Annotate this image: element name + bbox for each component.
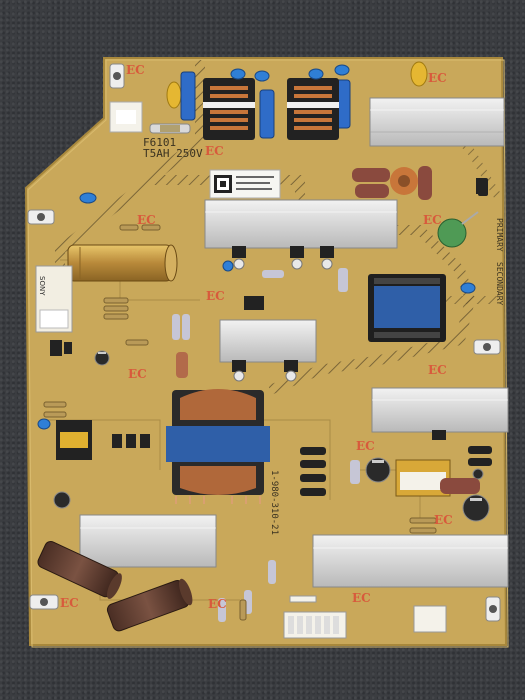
primary-label: PRIMARY (495, 218, 504, 252)
bulk-capacitor (67, 244, 178, 282)
output-connector-small (413, 605, 447, 633)
ec-mark-7: EC (128, 367, 147, 381)
heatsink-middle (219, 319, 317, 363)
ec-mark-3: EC (428, 71, 447, 85)
main-transformer (166, 389, 270, 504)
output-capacitors (37, 478, 480, 632)
x-capacitor-2 (259, 89, 275, 139)
aux-transformer (56, 420, 92, 460)
ec-mark-11: EC (208, 597, 227, 611)
part-number: 1-980-310-21 (269, 470, 279, 535)
ec-mark-2: EC (205, 144, 224, 158)
ec-mark-9: EC (356, 439, 375, 453)
ec-mark-4: EC (137, 213, 156, 227)
sony-brand: SONY (38, 276, 46, 296)
ec-mark-12: EC (352, 591, 371, 605)
heatsink-pfc (204, 199, 398, 249)
thermistor (437, 218, 467, 248)
standby-transformer (368, 274, 446, 342)
x-capacitor-1 (180, 71, 196, 121)
ec-mark-6: EC (206, 289, 225, 303)
heatsink-primary-top (369, 97, 505, 147)
fuse-rating: T5AH 250V (143, 147, 203, 160)
heatsink-right-middle (371, 387, 509, 433)
fuse-label: F6101 (143, 136, 176, 149)
toroid-choke (390, 167, 418, 195)
secondary-label: SECONDARY (495, 262, 504, 306)
heatsink-bottom-left (79, 514, 217, 568)
ec-mark-1: EC (126, 63, 145, 77)
ec-mark-13: EC (60, 596, 79, 610)
heatsink-bottom-right (312, 534, 509, 588)
line-filter-choke-1 (203, 78, 255, 140)
ec-mark-8: EC (428, 363, 447, 377)
line-filter-choke-2 (287, 78, 339, 140)
ec-mark-5: EC (423, 213, 442, 227)
ec-mark-10: EC (434, 513, 453, 527)
